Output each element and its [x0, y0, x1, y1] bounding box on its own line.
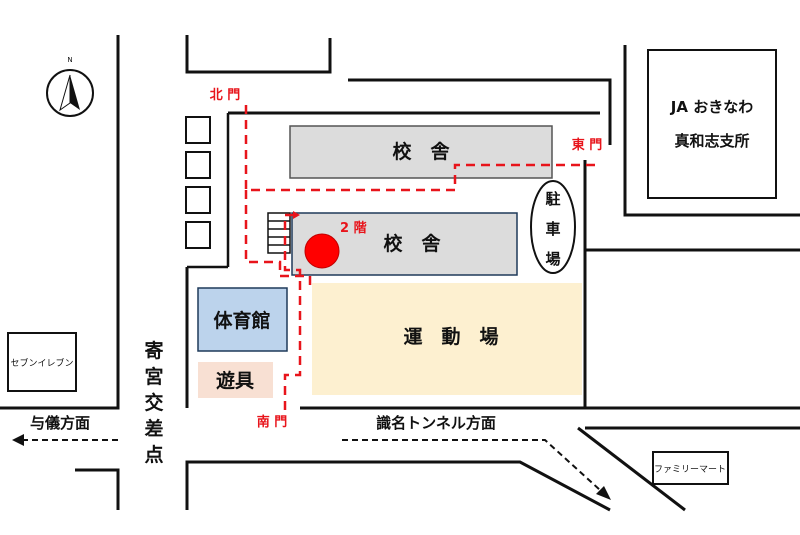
road-diagonal-east	[577, 426, 686, 512]
parking-area	[530, 180, 576, 274]
arrow-left-icon	[12, 434, 24, 446]
yogi-direction-label: 与儀方面	[30, 414, 90, 432]
playground-equipment-label: 遊具	[216, 369, 254, 392]
gymnasium-label: 体育館	[213, 309, 270, 332]
parking-label-1: 駐	[545, 190, 560, 208]
compass-icon: N	[46, 56, 94, 117]
destination-marker	[304, 233, 340, 269]
route-south-gate	[283, 213, 302, 410]
seven-eleven-label: セブンイレブン	[10, 357, 73, 369]
north-gate-label: 北 門	[210, 88, 241, 103]
route-north-to-stairs	[244, 190, 312, 285]
school-building-north-label: 校 舎	[392, 140, 450, 163]
seven-eleven-store	[7, 332, 77, 392]
parking-label-2: 車	[545, 220, 560, 238]
road-north-south-edge	[348, 78, 612, 145]
ja-okinawa-line2: 真和志支所	[674, 132, 749, 150]
ja-okinawa-building	[647, 49, 777, 199]
floor-label: 2 階	[340, 220, 367, 236]
route-north-gate	[244, 105, 600, 192]
access-route	[244, 105, 600, 410]
road-east-inner	[623, 45, 800, 217]
shikina-direction-arrow	[342, 439, 601, 491]
road-south-lower-mid	[185, 460, 611, 512]
family-mart-label: ファミリーマート	[654, 465, 726, 475]
school-building-south-label: 校 舎	[383, 232, 441, 255]
sports-field-label: 運 動 場	[403, 326, 498, 348]
campus-outline	[187, 113, 230, 269]
road-south-lower-left	[75, 468, 120, 510]
family-mart-store	[652, 451, 729, 485]
svg-text:交: 交	[144, 391, 163, 414]
svg-text:差: 差	[144, 417, 163, 440]
arrow-down-right-icon	[596, 486, 611, 500]
svg-text:点: 点	[144, 444, 163, 466]
small-boxes	[185, 116, 211, 249]
stairs-icon	[267, 212, 291, 254]
school-building-north	[289, 125, 553, 179]
road-left-east-edge	[185, 35, 332, 74]
roads	[0, 35, 800, 512]
parking-label-3: 場	[545, 250, 560, 268]
south-gate-label: 南 門	[257, 414, 288, 430]
svg-text:宮: 宮	[144, 365, 163, 388]
shikina-direction-label: 識名トンネル方面	[376, 414, 496, 432]
intersection-label: 寄 宮 交 差 点	[144, 339, 163, 466]
compass-north-label: N	[67, 56, 72, 64]
svg-text:寄: 寄	[144, 339, 163, 362]
sports-field	[312, 283, 582, 395]
ja-okinawa-line1: JA おきなわ	[670, 98, 753, 116]
route-arrow-icon	[293, 211, 300, 219]
playground-equipment	[198, 362, 273, 398]
road-left-west-edge	[0, 35, 120, 410]
gymnasium	[197, 287, 288, 352]
east-gate-label: 東 門	[572, 137, 603, 153]
